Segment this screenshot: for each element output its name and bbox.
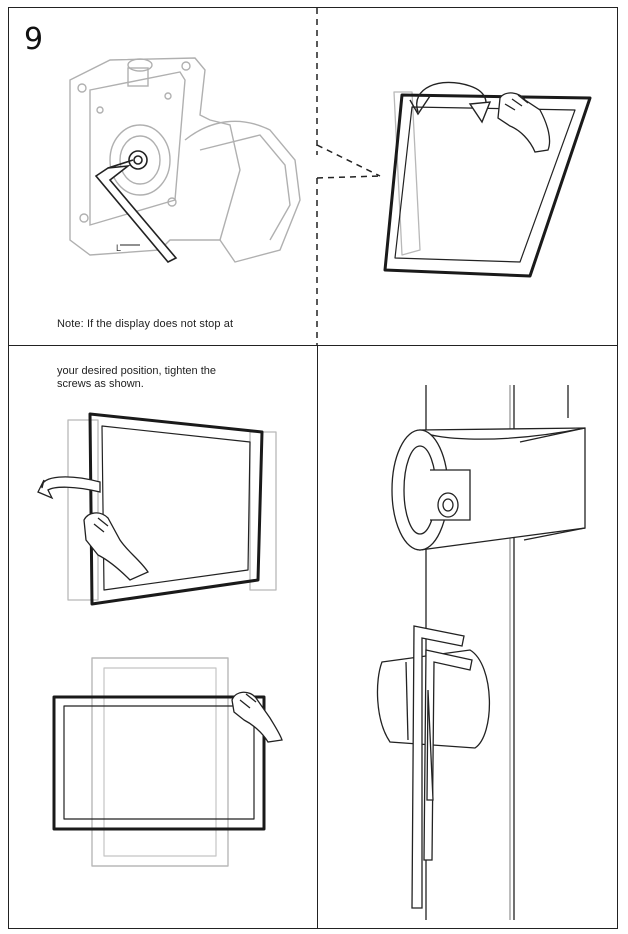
rotate-arrow-icon — [409, 81, 492, 124]
note-continuation: your desired position, tighten the screw… — [57, 365, 307, 391]
hand-icon — [497, 92, 551, 153]
hand-icon-tilt — [83, 512, 149, 581]
tilt-arrow-icon — [37, 476, 101, 500]
pole-clamp-illustration — [391, 385, 586, 920]
monitor-rotation-illustration — [52, 657, 266, 867]
monitor-tilt-illustration — [67, 412, 277, 606]
hand-icon-rotation — [231, 691, 283, 743]
dashed-leader-2 — [316, 175, 381, 179]
dashed-leader — [316, 144, 381, 177]
note-line-1: Note: If the display does not stop at — [57, 318, 234, 330]
note-line-3: screws as shown. — [57, 378, 144, 390]
hex-key-icon — [94, 150, 178, 263]
panel-divider-horizontal — [8, 345, 618, 346]
vesa-bracket-illustration — [69, 57, 301, 263]
note-line-2: your desired position, tighten the — [57, 365, 216, 377]
hex-key-holder-illustration — [376, 625, 491, 909]
page-frame — [8, 7, 618, 929]
step-number: 9 — [24, 22, 44, 57]
wrench-callout-label: L — [116, 243, 122, 253]
monitor-rotate-illustration — [383, 91, 592, 278]
panel-divider-vertical-bottom — [317, 345, 318, 929]
